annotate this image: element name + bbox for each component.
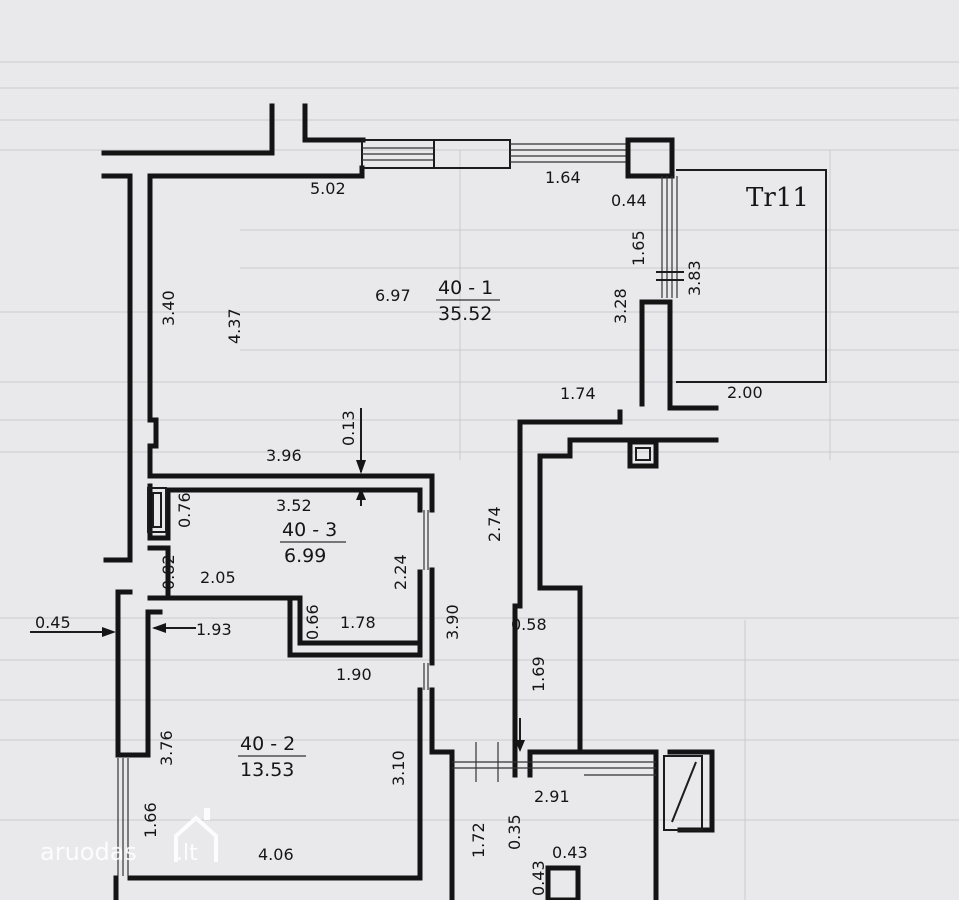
room-1-area: 35.52 [438,303,492,325]
dim-room2-right-h: 3.10 [389,750,408,786]
dim-room1-bottom-width: 3.96 [266,446,302,465]
dim-step-h: 0.66 [303,604,322,640]
dim-bath-width: 2.91 [534,787,570,806]
dimension-labels: 5.02 1.64 0.44 6.97 1.74 2.00 3.96 3.52 … [35,168,763,864]
windows [117,137,684,876]
room-2-area: 13.53 [240,759,294,781]
dim-bath-left-h: 1.72 [469,822,488,858]
room-3-area: 6.99 [284,545,326,567]
dim-room3-left-width: 2.05 [200,568,236,587]
dimension-arrows [30,408,525,782]
room-labels: 40 - 1 35.52 40 - 3 6.99 40 - 2 13.53 [238,277,500,781]
dim-entry-offset: 0.58 [511,615,547,634]
balcony [676,169,827,383]
dim-room2-left-h: 3.76 [157,730,176,766]
dim-room3-height: 2.24 [391,554,410,590]
dim-shaft-h: 0.43 [529,860,548,896]
dim-shaft-w: 0.43 [552,843,588,862]
dim-step-width: 1.74 [560,384,596,403]
shafts [147,439,703,900]
watermark-tld: .lt [176,841,198,866]
dim-wall-thickness: 0.13 [339,410,358,446]
watermark: aruodas .lt [40,808,218,866]
dim-room3-right-width: 1.78 [340,613,376,632]
dim-niche-h: 0.76 [175,492,194,528]
dim-corridor-h: 2.74 [485,506,504,542]
room-1-id: 40 - 1 [438,277,493,299]
dim-right-window-h2: 3.83 [685,260,704,296]
dim-top-left-width: 5.02 [310,179,346,198]
room-2-id: 40 - 2 [240,733,295,755]
dim-right-window-h: 1.65 [629,230,648,266]
dim-corridor2-h: 1.69 [529,656,548,692]
dim-room3-total-h: 3.90 [443,604,462,640]
watermark-name: aruodas [40,838,137,866]
dim-corner-col: 0.44 [611,191,647,210]
room-3-id: 40 - 3 [282,519,337,541]
dim-bath-step: 0.35 [505,814,524,850]
dim-top-window-width: 1.64 [545,168,581,187]
dim-room3-top-width: 3.52 [276,496,312,515]
dim-room2-bottom-width: 4.06 [258,845,294,864]
dim-left-outer-h: 3.40 [159,290,178,326]
dim-window-low-h: 1.66 [141,802,160,838]
dim-left-inner-h: 4.37 [225,308,244,344]
plan-tag: Tr11 [746,183,809,213]
walls [101,103,719,900]
dim-balcony-width: 2.00 [727,383,763,402]
dim-room2-mid-width: 1.90 [336,665,372,684]
background-bleed [0,61,959,900]
dim-right-lower-h: 3.28 [611,288,630,324]
dim-outer-wall: 0.45 [35,613,71,632]
vertical-dimension-labels: 1.65 3.83 3.40 4.37 3.28 0.13 0.76 2.24 … [141,230,704,896]
dim-niche2-h: 0.82 [159,554,178,590]
house-icon [174,815,218,862]
dim-room2-top-width: 1.93 [196,620,232,639]
dim-room1-width: 6.97 [375,286,411,305]
